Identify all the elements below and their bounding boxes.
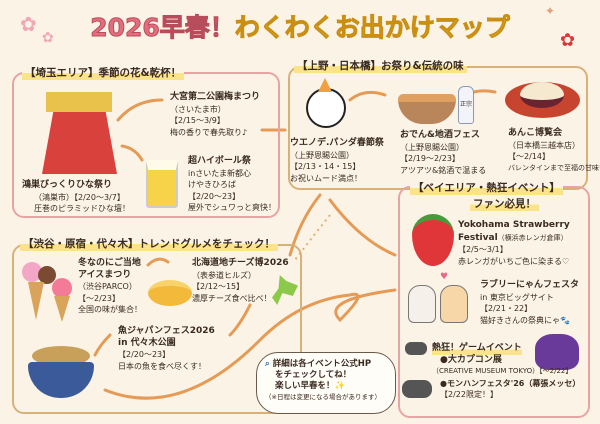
event-cat-festa[interactable]: ラブリーにゃんフェスタ in 東京ビッグサイト 【2/21・22】 猫好きさんの… (480, 280, 580, 325)
event-fish-japan[interactable]: 魚ジャパンフェス2026 in 代々木公園 【2/20〜23】 日本の魚を食べ尽… (118, 326, 215, 371)
party-hat-icon (318, 78, 332, 92)
saitama-heading: 【埼玉エリア】季節の花&乾杯！ (22, 65, 185, 80)
hina-dolls-illustration (32, 92, 127, 174)
info-speech-bubble: ⌕ 詳細は各イベント公式HP をチェックしてね！ 楽しい早春を！✨ （※日程は変… (256, 352, 396, 414)
cats-illustration (408, 285, 474, 325)
game-controller-icon (405, 342, 427, 355)
event-omiya-plum[interactable]: 大宮第二公園梅まつり （さいたま市） 【2/15〜3/9】 梅の香りで春先取り♪ (170, 92, 261, 137)
event-strawberry-festival[interactable]: Yokohama Strawberry Festival（横浜赤レンガ倉庫） 【… (458, 220, 570, 266)
heart-icon: ♥ (440, 272, 449, 282)
bubble-line: ⌕ 詳細は各イベント公式HP (265, 359, 372, 369)
event-oden-sake[interactable]: おでん&地酒フェス （上野恩賜公園） 【2/19〜2/23】 アツアツ&銘酒で温… (400, 130, 487, 175)
bay-heading: 【ベイエリア・熱狂イベント】 (410, 180, 563, 195)
daifuku-illustration (520, 82, 564, 108)
plum-flower-icon: ✿ (560, 30, 576, 51)
sparkle-icon: ✦ (545, 4, 556, 18)
monster-illustration (535, 334, 579, 370)
page-title: 2026早春！わくわくお出かけマップ (90, 13, 511, 43)
beer-mug-illustration (146, 160, 178, 208)
strawberry-illustration (412, 214, 454, 266)
shibuya-heading: 【渋谷・原宿・代々木】トレンドグルメをチェック！ (20, 236, 278, 251)
ueno-heading: 【上野・日本橋】お祭り&伝統の味 (294, 58, 467, 73)
event-konosu-hina[interactable]: 鴻巣びっくりひな祭り （鴻巣市）【2/20〜3/7】 圧巻のピラミッドひな壇！ (22, 180, 130, 213)
magnifier-icon: ⌕ (265, 359, 270, 369)
sakura-icon: ✿ (42, 30, 54, 46)
event-ice-festival[interactable]: 冬なのにご当地 アイスまつり （渋谷PARCO） 【〜2/23】 全国の味が集合… (78, 258, 142, 314)
ice-cream-illustration (22, 262, 72, 322)
event-highball[interactable]: 超ハイボール祭 inさいたま新都心 けやきひろば 【2/20〜23】 屋外でシュ… (188, 156, 276, 212)
sakura-icon: ✿ (20, 12, 37, 36)
cheese-wheel-illustration (148, 280, 192, 306)
bay-subheading: ファン必見！ (470, 196, 539, 211)
sake-bottle-illustration: 正宗 (458, 86, 474, 124)
game-controller-icon (402, 380, 432, 398)
event-cheese-expo[interactable]: 北海道地チーズ博2026 （表参道ヒルズ） 【2/12〜15】 濃厚チーズ食べ比… (192, 258, 289, 303)
seafood-bowl-illustration (28, 340, 94, 400)
game-events[interactable]: 熱狂！ゲームイベント ●大カプコン展 （CREATIVE MUSEUM TOKY… (432, 343, 581, 399)
panda-illustration (306, 88, 346, 128)
event-anko-expo[interactable]: あんこ博覧会 （日本橋三越本店） 【〜2/14】 バレンタインまで至福の甘味♡ (508, 128, 600, 172)
event-panda-festival[interactable]: ウエノデ.パンダ春節祭 （上野恩賜公園） 【2/13・14・15】 お祝いムード… (290, 138, 384, 183)
